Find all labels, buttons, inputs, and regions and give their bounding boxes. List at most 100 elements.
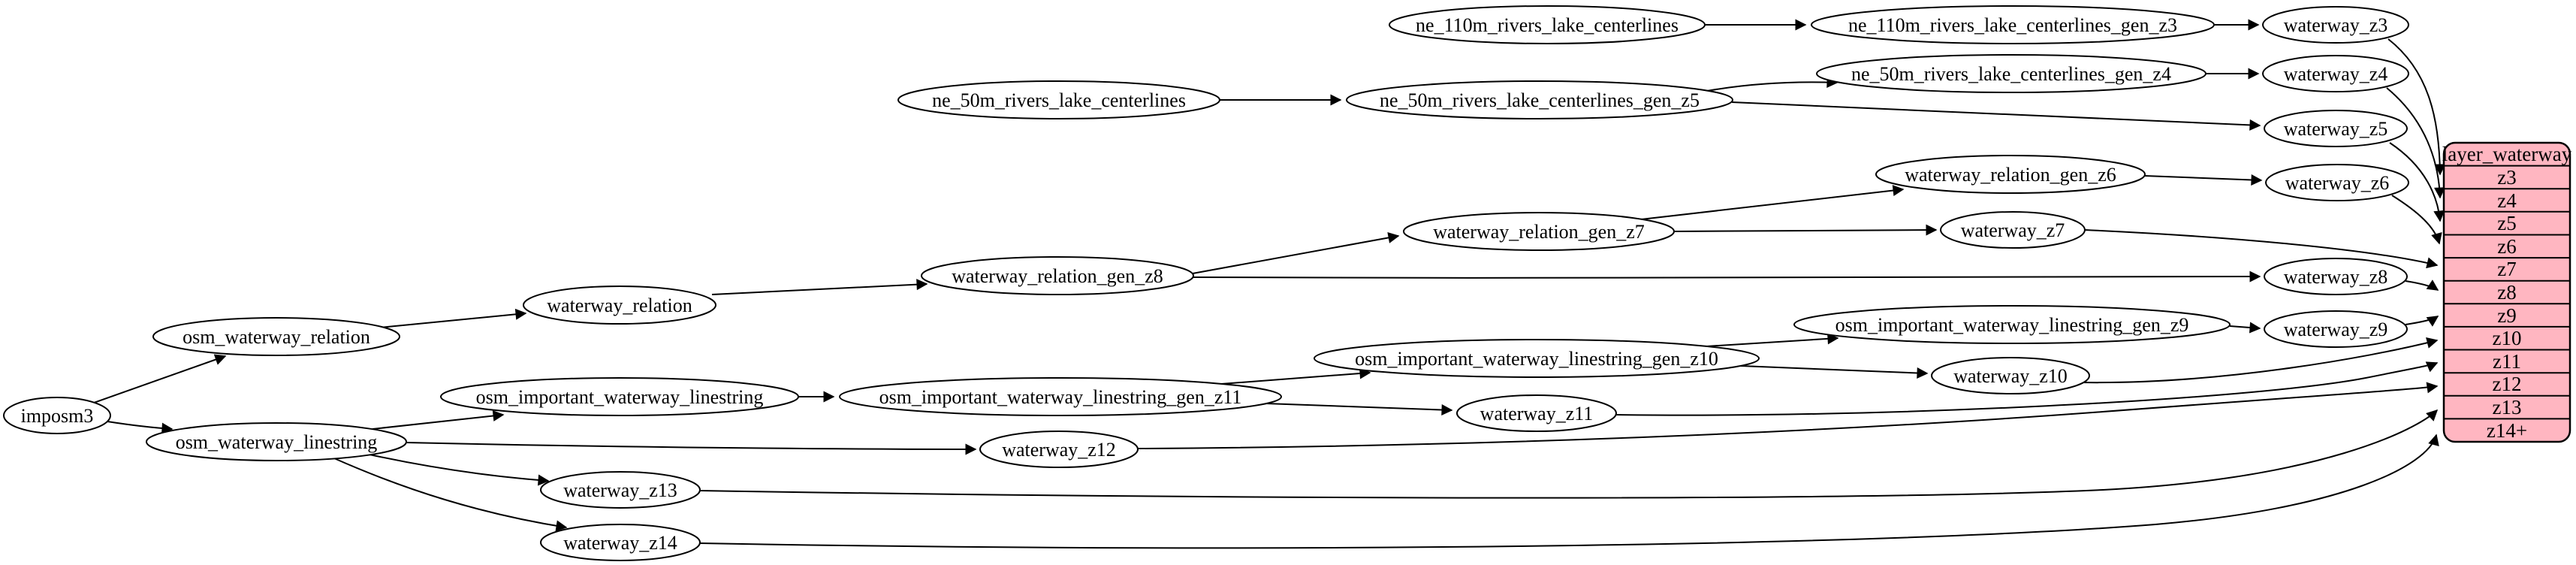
table-row-z9: z9 bbox=[2497, 304, 2516, 327]
edge-waterway_z9-to-row-z9 bbox=[2405, 316, 2439, 327]
edge-waterway_z6-to-row-z6 bbox=[2391, 195, 2442, 245]
node-waterway_z9-ellipse bbox=[2264, 310, 2408, 348]
node-waterway_relation_gen_z6: waterway_relation_gen_z6 bbox=[1875, 155, 2146, 194]
edge-gen_z10-to-waterway_z10 bbox=[1740, 365, 1929, 379]
table-row-z6: z6 bbox=[2497, 235, 2516, 258]
node-waterway_z6-label: waterway_z6 bbox=[2285, 172, 2390, 194]
node-osm_important_waterway_linestring_gen_z11-ellipse bbox=[839, 377, 1282, 416]
edges-layer bbox=[93, 19, 2446, 549]
node-osm_important_waterway_linestring_gen_z10: osm_important_waterway_linestring_gen_z1… bbox=[1314, 339, 1760, 378]
node-waterway_z5: waterway_z5 bbox=[2264, 110, 2408, 147]
node-ne_50m_rivers_lake_centerlines_gen_z5-label: ne_50m_rivers_lake_centerlines_gen_z5 bbox=[1380, 89, 1700, 111]
node-waterway_z13-ellipse bbox=[540, 471, 701, 509]
node-waterway_z6-ellipse bbox=[2265, 164, 2409, 201]
edge-waterway_z13-to-row-z13 bbox=[699, 409, 2439, 499]
edge-gen_z11-to-waterway_z11 bbox=[1265, 403, 1453, 416]
node-ne_50m_rivers_lake_centerlines_gen_z4-ellipse bbox=[1816, 54, 2206, 93]
node-waterway_z12-ellipse bbox=[979, 431, 1139, 468]
table-row-z7: z7 bbox=[2497, 258, 2516, 280]
node-waterway_z13: waterway_z13 bbox=[540, 471, 701, 509]
edge-osm_waterway_linestring-to-waterway_z13 bbox=[369, 454, 550, 486]
node-osm_important_waterway_linestring_gen_z9-ellipse bbox=[1793, 305, 2231, 344]
table-row-z14plus: z14+ bbox=[2487, 419, 2527, 442]
node-osm_waterway_relation-ellipse bbox=[152, 317, 400, 356]
node-waterway_z12: waterway_z12 bbox=[979, 431, 1139, 468]
node-osm_important_waterway_linestring-label: osm_important_waterway_linestring bbox=[476, 386, 764, 408]
node-osm_important_waterway_linestring_gen_z10-label: osm_important_waterway_linestring_gen_z1… bbox=[1355, 348, 1718, 370]
node-ne_50m_rivers_lake_centerlines-ellipse bbox=[897, 80, 1220, 119]
node-osm_important_waterway_linestring_gen_z11-label: osm_important_waterway_linestring_gen_z1… bbox=[879, 386, 1242, 408]
edge-osm_waterway_relation-to-waterway_relation bbox=[379, 308, 527, 328]
node-imposm3-label: imposm3 bbox=[21, 405, 94, 427]
node-waterway_z13-label: waterway_z13 bbox=[563, 479, 677, 501]
node-waterway_z5-ellipse bbox=[2264, 110, 2408, 147]
node-waterway_relation_gen_z7: waterway_relation_gen_z7 bbox=[1403, 212, 1675, 251]
node-waterway_relation_gen_z8-ellipse bbox=[921, 256, 1194, 295]
edge-waterway_z4-to-row-z4 bbox=[2386, 87, 2445, 199]
node-waterway_relation_gen_z8-label: waterway_relation_gen_z8 bbox=[952, 265, 1163, 287]
table-row-z4: z4 bbox=[2497, 189, 2517, 212]
table-title: layer_waterway bbox=[2442, 143, 2572, 165]
node-waterway_z9: waterway_z9 bbox=[2264, 310, 2408, 348]
node-osm_important_waterway_linestring_gen_z11: osm_important_waterway_linestring_gen_z1… bbox=[839, 377, 1282, 416]
node-ne_110m_rivers_lake_centerlines: ne_110m_rivers_lake_centerlines bbox=[1389, 5, 1706, 44]
node-osm_important_waterway_linestring_gen_z10-ellipse bbox=[1314, 339, 1760, 378]
node-waterway_relation_gen_z7-label: waterway_relation_gen_z7 bbox=[1433, 221, 1645, 243]
node-ne_50m_rivers_lake_centerlines_gen_z5-ellipse bbox=[1346, 80, 1733, 119]
edge-waterway_z12-to-row-z12 bbox=[1137, 382, 2439, 449]
node-ne_110m_rivers_lake_centerlines-label: ne_110m_rivers_lake_centerlines bbox=[1416, 14, 1679, 36]
table-layer_waterway: layer_waterway z3 z4 z5 z6 z7 z8 z9 z10 … bbox=[2442, 141, 2572, 443]
node-waterway_z11-ellipse bbox=[1456, 394, 1617, 432]
node-waterway_z8: waterway_z8 bbox=[2264, 258, 2408, 295]
node-imposm3: imposm3 bbox=[3, 397, 111, 434]
node-waterway_z4-label: waterway_z4 bbox=[2284, 63, 2388, 85]
node-osm_waterway_linestring-label: osm_waterway_linestring bbox=[176, 431, 378, 453]
table-row-z11: z11 bbox=[2493, 350, 2521, 373]
edge-osm_waterway_linestring-to-osm_important_waterway_linestring bbox=[372, 410, 505, 430]
table-row-z12: z12 bbox=[2493, 373, 2522, 395]
node-waterway_z8-ellipse bbox=[2264, 258, 2408, 295]
node-ne_110m_rivers_lake_centerlines-ellipse bbox=[1389, 5, 1706, 44]
node-osm_important_waterway_linestring_gen_z9-label: osm_important_waterway_linestring_gen_z9 bbox=[1835, 314, 2189, 336]
node-ne_50m_rivers_lake_centerlines_gen_z4: ne_50m_rivers_lake_centerlines_gen_z4 bbox=[1816, 54, 2206, 93]
node-waterway_relation-ellipse bbox=[523, 286, 716, 325]
edge-ne_50m_gen_z5-to-waterway_z5 bbox=[1731, 101, 2261, 131]
node-waterway_z11-label: waterway_z11 bbox=[1480, 403, 1594, 425]
node-osm_waterway_linestring: osm_waterway_linestring bbox=[146, 422, 407, 461]
node-waterway_z14-ellipse bbox=[540, 524, 701, 561]
node-osm_important_waterway_linestring-ellipse bbox=[440, 377, 799, 416]
node-waterway_z4-ellipse bbox=[2262, 55, 2409, 92]
node-waterway_z4: waterway_z4 bbox=[2262, 55, 2409, 92]
node-waterway_z14: waterway_z14 bbox=[540, 524, 701, 561]
node-ne_110m_rivers_lake_centerlines_gen_z3-ellipse bbox=[1811, 5, 2215, 44]
node-waterway_z7-ellipse bbox=[1940, 211, 2086, 249]
edge-waterway_z5-to-row-z5 bbox=[2389, 142, 2445, 222]
node-waterway_relation_gen_z8: waterway_relation_gen_z8 bbox=[921, 256, 1194, 295]
edge-waterway_relation-to-waterway_relation_gen_z8 bbox=[711, 279, 928, 295]
edge-imposm3-to-osm_waterway_relation bbox=[93, 354, 227, 403]
node-osm_waterway_relation: osm_waterway_relation bbox=[152, 317, 400, 356]
edge-waterway_z11-to-row-z11 bbox=[1615, 361, 2439, 416]
node-ne_50m_rivers_lake_centerlines_gen_z5: ne_50m_rivers_lake_centerlines_gen_z5 bbox=[1346, 80, 1733, 119]
table-row-z8: z8 bbox=[2497, 281, 2516, 304]
node-waterway_relation_gen_z6-label: waterway_relation_gen_z6 bbox=[1905, 164, 2116, 186]
edge-waterway_z3-to-row-z3 bbox=[2387, 38, 2446, 176]
node-waterway_z10-ellipse bbox=[1931, 357, 2090, 394]
node-waterway_z8-label: waterway_z8 bbox=[2284, 266, 2388, 288]
node-waterway_z6: waterway_z6 bbox=[2265, 164, 2409, 201]
edge-gen_z10-to-gen_z9 bbox=[1706, 333, 1839, 347]
node-waterway_z7-label: waterway_z7 bbox=[1961, 219, 2065, 241]
table-row-z3: z3 bbox=[2497, 166, 2516, 189]
edge-waterway_relation_gen_z7-to-waterway_z7 bbox=[1673, 224, 1938, 236]
table-row-z10: z10 bbox=[2493, 327, 2522, 349]
table-row-dividers bbox=[2444, 165, 2570, 420]
node-ne_50m_rivers_lake_centerlines_gen_z4-label: ne_50m_rivers_lake_centerlines_gen_z4 bbox=[1851, 63, 2171, 85]
edge-imposm3-to-osm_waterway_linestring bbox=[107, 421, 173, 434]
node-waterway_z9-label: waterway_z9 bbox=[2284, 319, 2388, 340]
table-row-z13: z13 bbox=[2493, 396, 2522, 418]
edge-osm_waterway_linestring-to-waterway_z12 bbox=[406, 442, 977, 455]
node-waterway_z12-label: waterway_z12 bbox=[1002, 439, 1116, 461]
